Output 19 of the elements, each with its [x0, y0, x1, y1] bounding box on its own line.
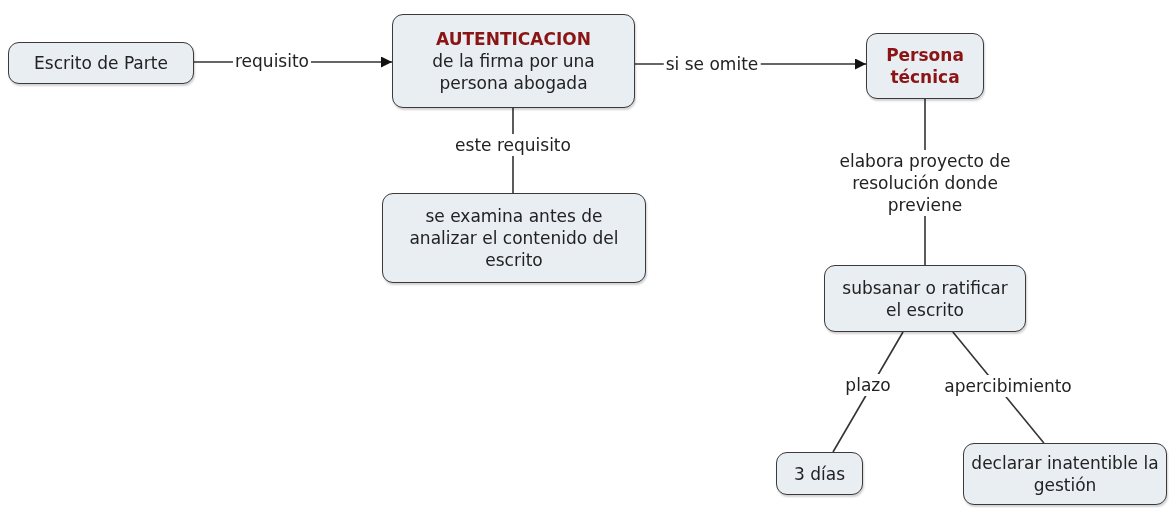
concept-text: de la firma por una persona abogada: [431, 50, 596, 94]
concept-box: [8, 42, 194, 84]
edge-label: este requisito: [453, 134, 573, 156]
concept-box: [824, 265, 1026, 332]
edge-label: apercibimiento: [942, 375, 1074, 397]
concept-text: declarar inatentible la gestión: [970, 452, 1160, 496]
concept-box: [776, 452, 863, 495]
concept-box: [866, 33, 984, 99]
concept-box: [392, 14, 635, 108]
concept-text: subsanar o ratificar el escrito: [841, 276, 1009, 321]
concept-heading: AUTENTICACION: [436, 28, 591, 50]
concept-text: Escrito de Parte: [34, 52, 168, 74]
concept-text: se examina antes de analizar el contenido del escrito: [408, 205, 620, 271]
edge-label: requisito: [233, 50, 311, 72]
concept-text: 3 días: [794, 462, 845, 485]
concept-box: [963, 443, 1167, 505]
concept-heading: Persona técnica: [885, 44, 965, 88]
concept-box: [382, 193, 646, 283]
edge-label: plazo: [843, 374, 893, 396]
